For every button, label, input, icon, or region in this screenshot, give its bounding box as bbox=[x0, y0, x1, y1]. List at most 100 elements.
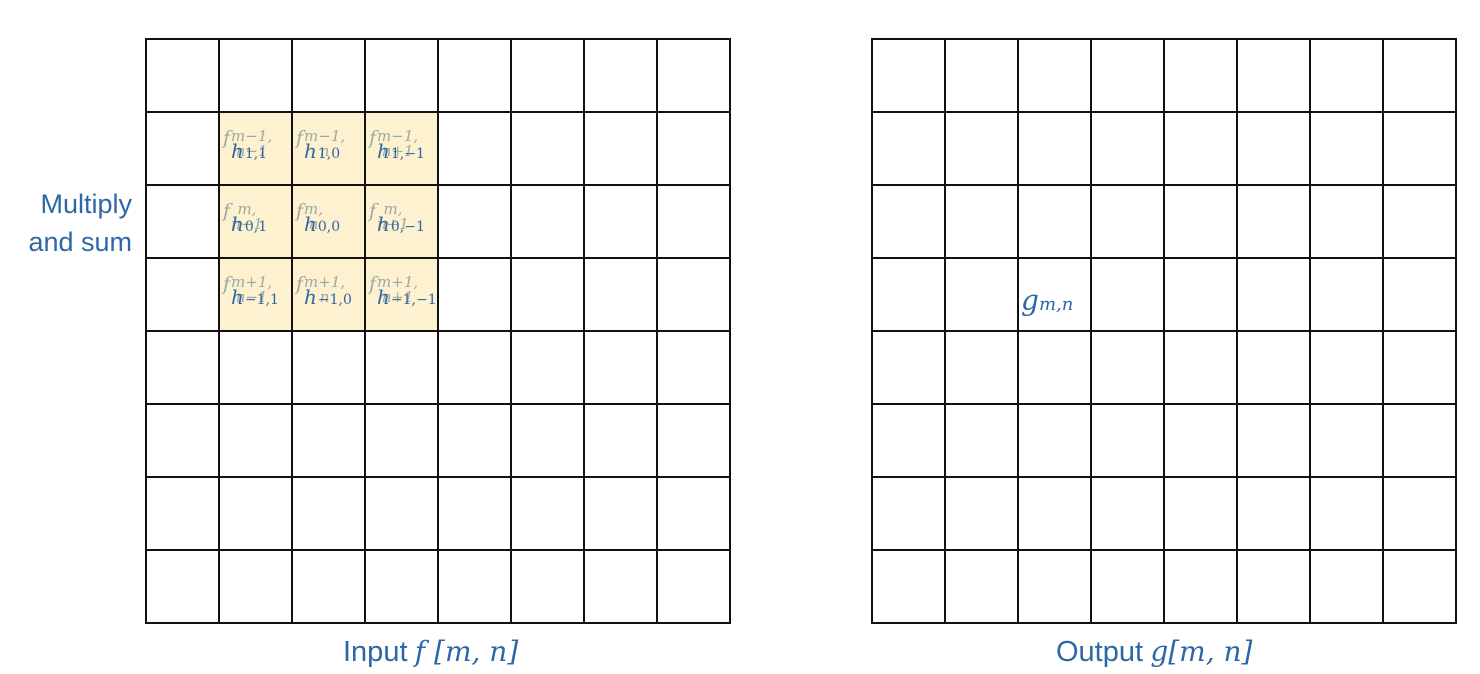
output-grid-cell bbox=[1238, 40, 1311, 113]
output-grid-cell bbox=[946, 186, 1019, 259]
output-grid-cell bbox=[1165, 113, 1238, 186]
kernel-weight-index: 1,−1 bbox=[390, 146, 425, 162]
input-grid-cell bbox=[658, 551, 731, 624]
input-sample-row-index: m, bbox=[383, 200, 403, 218]
input-sample-col-index: n−1 bbox=[235, 142, 268, 160]
input-caption-math: f [m, n] bbox=[414, 635, 519, 668]
input-sample-col-index: n+1 bbox=[377, 215, 409, 233]
input-grid-cell bbox=[585, 113, 658, 186]
side-label-line2: and sum bbox=[28, 227, 132, 257]
output-grid-cell bbox=[1165, 332, 1238, 405]
input-grid-cell bbox=[585, 405, 658, 478]
kernel-weight-symbol: h bbox=[377, 285, 390, 309]
input-sample-row-index: m, bbox=[304, 200, 324, 218]
input-grid-cell bbox=[512, 186, 585, 259]
output-sample-label: gm,n bbox=[1021, 287, 1073, 315]
output-grid-cell bbox=[1238, 478, 1311, 551]
input-sample-symbol: f bbox=[369, 200, 377, 222]
kernel-weight-index: 0,−1 bbox=[390, 219, 425, 235]
input-grid-cell bbox=[439, 113, 512, 186]
input-grid-cell bbox=[512, 405, 585, 478]
output-grid-cell: gm,n bbox=[1019, 259, 1092, 332]
input-grid-cell bbox=[220, 478, 293, 551]
kernel-weight-symbol: h bbox=[304, 139, 317, 163]
kernel-weight-symbol: h bbox=[377, 139, 390, 163]
input-grid-cell bbox=[512, 113, 585, 186]
input-grid-cell bbox=[147, 186, 220, 259]
input-grid-cell bbox=[293, 40, 366, 113]
input-grid-cell bbox=[512, 259, 585, 332]
output-grid-cell bbox=[1238, 259, 1311, 332]
input-grid-cell bbox=[439, 186, 512, 259]
output-grid-cell bbox=[1165, 405, 1238, 478]
input-sample-col-index: n bbox=[319, 142, 330, 160]
input-sample-row-index: m, bbox=[237, 200, 257, 218]
input-sample-index: m−1,n bbox=[304, 129, 345, 159]
input-sample-index: m−1,n−1 bbox=[231, 129, 272, 159]
input-sample-symbol: f bbox=[223, 273, 231, 295]
input-sample-index: m−1,n+1 bbox=[377, 129, 418, 159]
input-grid-cell bbox=[658, 478, 731, 551]
output-grid-cell bbox=[1311, 113, 1384, 186]
output-grid-cell bbox=[946, 332, 1019, 405]
input-grid-cell bbox=[220, 40, 293, 113]
output-grid-cell bbox=[946, 478, 1019, 551]
output-grid-cell bbox=[1311, 478, 1384, 551]
output-grid-cell bbox=[873, 332, 946, 405]
input-sample-index: m,n−1 bbox=[231, 202, 263, 232]
input-grid-cell bbox=[439, 259, 512, 332]
input-sample-row-index: m−1, bbox=[304, 127, 346, 145]
input-sample-index: m+1,n−1 bbox=[231, 275, 272, 305]
input-grid-cell bbox=[512, 332, 585, 405]
input-sample-symbol: f bbox=[369, 127, 377, 149]
input-caption-word: Input bbox=[343, 636, 408, 668]
kernel-weight-label: h0,1 bbox=[231, 214, 267, 234]
output-grid-cell bbox=[1311, 186, 1384, 259]
input-grid-cell bbox=[585, 40, 658, 113]
input-sample-row-index: m+1, bbox=[231, 273, 273, 291]
input-grid-cell bbox=[512, 40, 585, 113]
output-grid-cell bbox=[1238, 332, 1311, 405]
input-sample-index: m,n+1 bbox=[377, 202, 409, 232]
kernel-weight-symbol: h bbox=[304, 212, 317, 236]
output-grid-cell bbox=[1384, 405, 1457, 478]
kernel-weight-symbol: h bbox=[231, 285, 244, 309]
output-grid-cell bbox=[1092, 113, 1165, 186]
output-grid-cell bbox=[946, 40, 1019, 113]
output-grid-cell bbox=[1019, 551, 1092, 624]
kernel-weight-label: h0,−1 bbox=[377, 214, 425, 234]
output-caption-word: Output bbox=[1056, 636, 1144, 668]
input-grid-cell bbox=[147, 551, 220, 624]
input-caption: Input f [m, n] bbox=[343, 634, 518, 670]
output-grid: gm,n bbox=[871, 38, 1457, 624]
kernel-weight-label: h1,0 bbox=[304, 141, 340, 161]
kernel-weight-label: h−1,−1 bbox=[377, 287, 437, 307]
kernel-weight-label: h1,1 bbox=[231, 141, 267, 161]
input-sample-col-index: n+1 bbox=[381, 142, 414, 160]
input-grid-cell bbox=[658, 259, 731, 332]
input-grid-cell bbox=[147, 478, 220, 551]
output-grid-cell bbox=[1092, 259, 1165, 332]
output-grid-cell bbox=[1238, 113, 1311, 186]
input-grid-cell bbox=[366, 551, 439, 624]
input-grid-cell bbox=[512, 551, 585, 624]
input-sample-col-index: n−1 bbox=[231, 215, 263, 233]
input-sample-col-index: n−1 bbox=[235, 288, 268, 306]
input-grid-cell bbox=[585, 259, 658, 332]
input-grid-cell bbox=[366, 405, 439, 478]
kernel-weight-index: 1,1 bbox=[244, 146, 268, 162]
input-grid-cell bbox=[293, 405, 366, 478]
